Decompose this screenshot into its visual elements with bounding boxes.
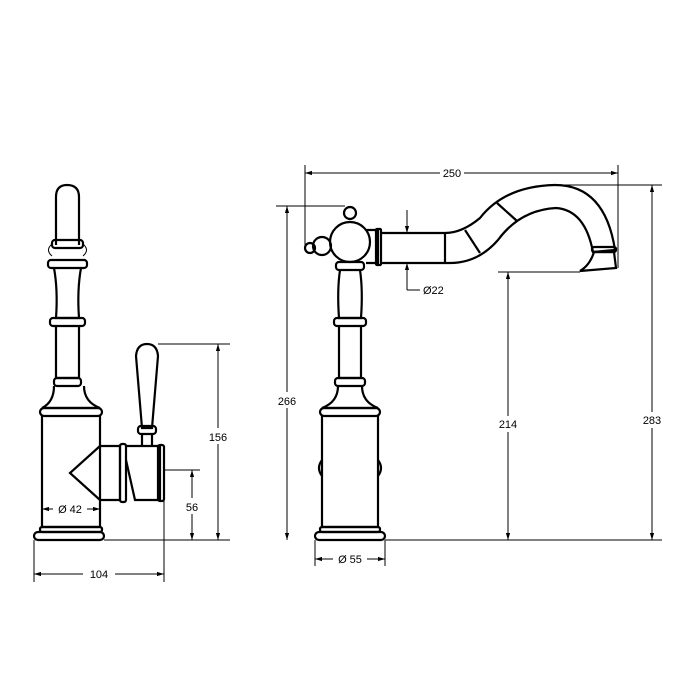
side-diameter-label: Ø 42 — [58, 504, 82, 516]
side-width-label: 104 — [90, 569, 108, 581]
side-base — [32, 530, 106, 542]
front-valve-body — [328, 220, 372, 264]
side-height-label: 156 — [209, 432, 227, 444]
front-dimensions: 250 266 283 214 Ø22 Ø 55 — [276, 165, 663, 567]
front-base-diameter-label: Ø 55 — [338, 554, 362, 566]
side-spout-top — [54, 183, 81, 245]
side-lever-handle — [134, 342, 160, 430]
front-overall-height-label: 266 — [278, 396, 296, 408]
front-view — [303, 183, 618, 542]
front-clearance-label: 214 — [499, 419, 517, 431]
front-reach-label: 250 — [443, 168, 461, 180]
side-dimensions: 156 56 104 Ø 42 — [33, 343, 230, 582]
side-handle-height-label: 56 — [186, 502, 198, 514]
side-view — [32, 183, 166, 542]
front-spout-diameter-label: Ø22 — [423, 285, 444, 297]
front-top-height-label: 283 — [643, 415, 661, 427]
front-spout — [381, 183, 617, 265]
front-base — [313, 530, 387, 542]
